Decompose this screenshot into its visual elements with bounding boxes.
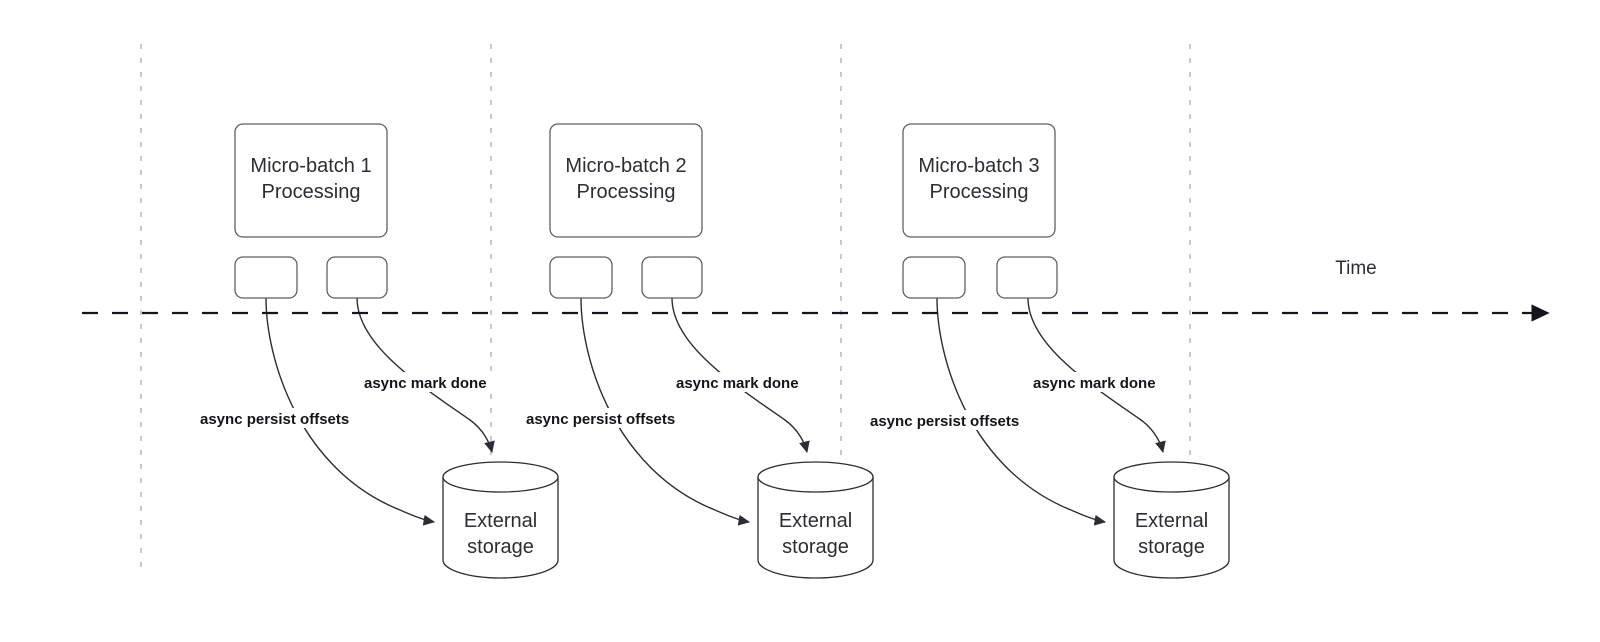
micro-batch-box-3[interactable] bbox=[902, 123, 1056, 238]
micro-batch-box-3-line2: Processing bbox=[930, 181, 1029, 203]
micro-batch-box-1-line2: Processing bbox=[262, 181, 361, 203]
flow-edges-group-3 bbox=[936, 297, 1166, 526]
edge-label-bg-2a bbox=[522, 408, 700, 428]
edge-label-bg-2b bbox=[673, 372, 814, 392]
edge-label-persist-offsets-2: async persist offsets bbox=[526, 411, 675, 428]
edge-mark-done-2 bbox=[671, 297, 810, 454]
edge-mark-done-3 bbox=[1027, 297, 1166, 454]
edge-persist-offsets-3 bbox=[936, 297, 1107, 526]
task-box-1b[interactable] bbox=[326, 256, 388, 299]
micro-batch-box-1[interactable] bbox=[234, 123, 388, 238]
edge-label-bg-3b bbox=[1030, 372, 1171, 392]
task-box-2b[interactable] bbox=[641, 256, 703, 299]
task-box-3a[interactable] bbox=[902, 256, 966, 299]
task-box-1a[interactable] bbox=[234, 256, 298, 299]
micro-batch-group-1: Micro-batch 1 Processing bbox=[234, 123, 388, 299]
batch-divider-group bbox=[140, 44, 1191, 576]
external-storage-3[interactable]: External storage bbox=[1113, 461, 1230, 579]
flow-edges-group-2 bbox=[580, 297, 810, 526]
micro-batch-box-2-line1: Micro-batch 2 bbox=[565, 155, 686, 177]
edge-label-mark-done-2: async mark done bbox=[676, 375, 799, 392]
edge-label-persist-offsets-3: async persist offsets bbox=[870, 413, 1019, 430]
external-storage-2[interactable]: External storage bbox=[757, 461, 874, 579]
external-storage-2-line1: External bbox=[779, 510, 852, 532]
task-box-3b[interactable] bbox=[996, 256, 1058, 299]
micro-batch-group-3: Micro-batch 3 Processing bbox=[902, 123, 1058, 299]
micro-batch-box-2-line2: Processing bbox=[577, 181, 676, 203]
time-axis: Time bbox=[82, 258, 1550, 322]
micro-batch-group-2: Micro-batch 2 Processing bbox=[549, 123, 703, 299]
edge-label-bg-1a bbox=[196, 408, 374, 428]
external-storage-3-line2: storage bbox=[1138, 536, 1205, 558]
edge-label-group: async persist offsets async mark done as… bbox=[196, 372, 1171, 430]
edge-label-persist-offsets-1: async persist offsets bbox=[200, 411, 349, 428]
edge-mark-done-1 bbox=[356, 297, 495, 454]
micro-batch-box-1-line1: Micro-batch 1 bbox=[250, 155, 371, 177]
external-storage-2-line2: storage bbox=[782, 536, 849, 558]
edge-label-bg-1b bbox=[361, 372, 502, 392]
micro-batch-box-2[interactable] bbox=[549, 123, 703, 238]
external-storage-3-line1: External bbox=[1135, 510, 1208, 532]
task-box-2a[interactable] bbox=[549, 256, 613, 299]
time-axis-label: Time bbox=[1335, 258, 1377, 279]
micro-batch-box-3-line1: Micro-batch 3 bbox=[918, 155, 1039, 177]
flow-edges-group-1 bbox=[265, 297, 495, 526]
edge-label-mark-done-3: async mark done bbox=[1033, 375, 1156, 392]
external-storage-1-line2: storage bbox=[467, 536, 534, 558]
external-storage-1-line1: External bbox=[464, 510, 537, 532]
edge-persist-offsets-1 bbox=[265, 297, 436, 526]
edge-label-mark-done-1: async mark done bbox=[364, 375, 487, 392]
edge-persist-offsets-2 bbox=[580, 297, 751, 526]
external-storage-1[interactable]: External storage bbox=[442, 461, 559, 579]
edge-label-bg-3a bbox=[866, 410, 1044, 430]
